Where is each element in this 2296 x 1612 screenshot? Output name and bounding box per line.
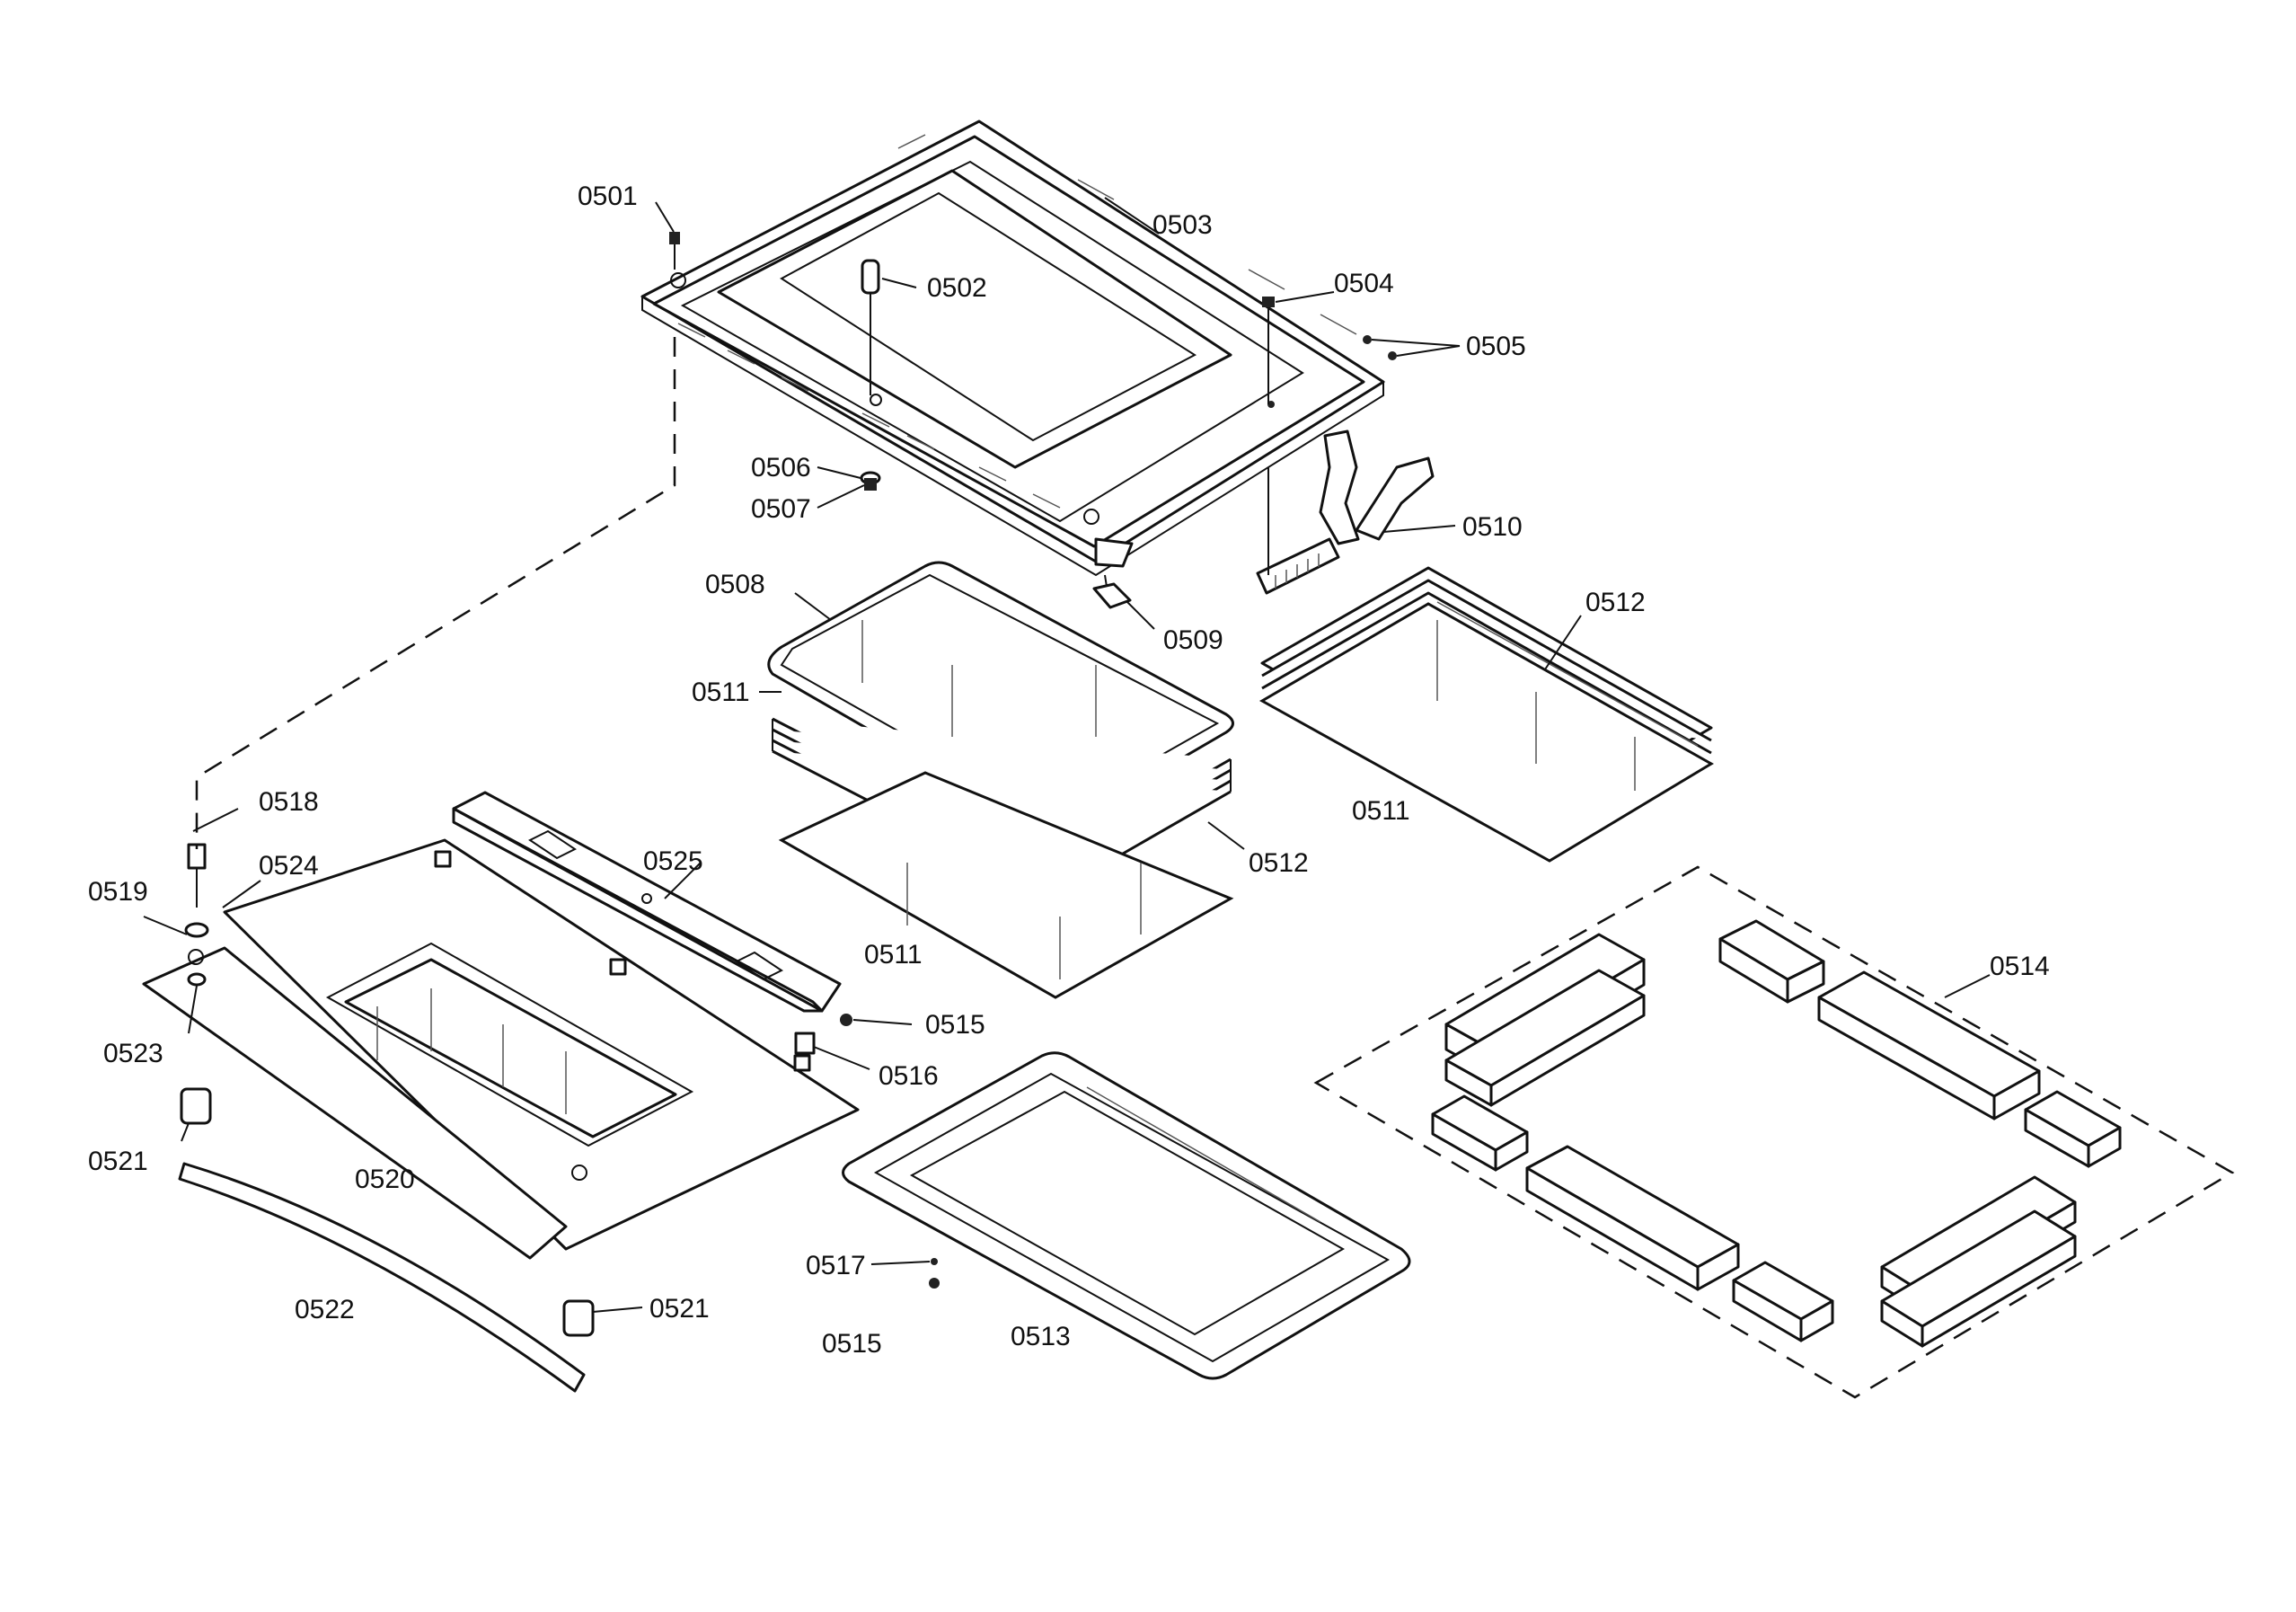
nut-0515-upper bbox=[840, 1014, 852, 1026]
callout-0503: 0503 bbox=[1152, 210, 1213, 240]
screw-0505 bbox=[1363, 335, 1397, 360]
callout-0520: 0520 bbox=[355, 1165, 415, 1194]
block bbox=[1732, 1261, 1834, 1342]
assembly-guide-line bbox=[195, 337, 676, 849]
callout-0504: 0504 bbox=[1334, 269, 1394, 298]
callout-0511-center-top: 0511 bbox=[692, 678, 750, 707]
frame-0513 bbox=[842, 1051, 1411, 1380]
callout-0508: 0508 bbox=[705, 570, 765, 599]
clip-0516 bbox=[794, 1032, 816, 1055]
callout-0517: 0517 bbox=[806, 1251, 866, 1280]
callout-0511-right: 0511 bbox=[1352, 796, 1410, 826]
hinge-0510 bbox=[1256, 430, 1435, 595]
callout-0513: 0513 bbox=[1011, 1322, 1071, 1351]
inner-door-panel-0503 bbox=[640, 120, 1385, 577]
callout-0522: 0522 bbox=[295, 1295, 355, 1324]
screw-0501 bbox=[669, 232, 680, 270]
block bbox=[1718, 919, 1825, 1004]
callout-0507: 0507 bbox=[751, 494, 811, 524]
callout-0521-left: 0521 bbox=[88, 1147, 148, 1176]
callout-0521-right: 0521 bbox=[649, 1294, 710, 1324]
nut-0507 bbox=[864, 478, 877, 491]
glass-pane-0511-center bbox=[778, 620, 1234, 999]
screw-0504 bbox=[1262, 297, 1275, 404]
screw-0517 bbox=[931, 1258, 938, 1265]
block bbox=[2024, 1090, 2122, 1168]
glass-pane-0511-right bbox=[1258, 602, 1714, 863]
bolt-0502 bbox=[861, 259, 880, 395]
callout-0514: 0514 bbox=[1990, 952, 2050, 981]
block bbox=[1880, 1209, 2077, 1348]
callout-0510: 0510 bbox=[1462, 512, 1523, 542]
callout-0518: 0518 bbox=[259, 787, 319, 817]
part-callouts: 0501 0502 0503 0504 0505 0506 0507 0508 … bbox=[88, 182, 2050, 1359]
callout-0515-upper: 0515 bbox=[925, 1010, 985, 1040]
callout-0523: 0523 bbox=[103, 1039, 163, 1068]
callout-0519: 0519 bbox=[88, 877, 148, 907]
callout-0515-lower: 0515 bbox=[822, 1329, 882, 1359]
handle-0522 bbox=[178, 1162, 586, 1393]
callout-0512-right: 0512 bbox=[1585, 588, 1646, 617]
block bbox=[1444, 969, 1646, 1107]
outer-door-panel-0520 bbox=[142, 838, 860, 1260]
block bbox=[1817, 970, 2041, 1120]
callout-0516: 0516 bbox=[879, 1061, 939, 1091]
block bbox=[1525, 1145, 1740, 1291]
callout-0506: 0506 bbox=[751, 453, 811, 483]
washer-0523 bbox=[187, 972, 207, 987]
nut-0515-lower bbox=[929, 1278, 940, 1289]
callout-0509: 0509 bbox=[1163, 625, 1223, 655]
callout-0505: 0505 bbox=[1466, 332, 1526, 361]
washer-0524 bbox=[184, 922, 209, 938]
bracket-0525 bbox=[452, 791, 842, 1013]
insulation-kit-0514 bbox=[1313, 865, 2235, 1399]
callout-0525: 0525 bbox=[643, 846, 703, 876]
callout-0512-center: 0512 bbox=[1249, 848, 1309, 878]
leader-lines bbox=[143, 197, 1991, 1313]
block bbox=[1431, 1094, 1529, 1172]
standoff-0518 bbox=[187, 843, 207, 908]
callout-0524: 0524 bbox=[259, 851, 319, 881]
callout-0501: 0501 bbox=[578, 182, 638, 211]
callout-0511-center-bottom: 0511 bbox=[864, 940, 923, 970]
handle-mount-0521-right bbox=[562, 1299, 595, 1337]
callout-0502: 0502 bbox=[927, 273, 987, 303]
clip-0509 bbox=[1092, 574, 1132, 609]
handle-mount-0521-left bbox=[180, 1087, 212, 1125]
